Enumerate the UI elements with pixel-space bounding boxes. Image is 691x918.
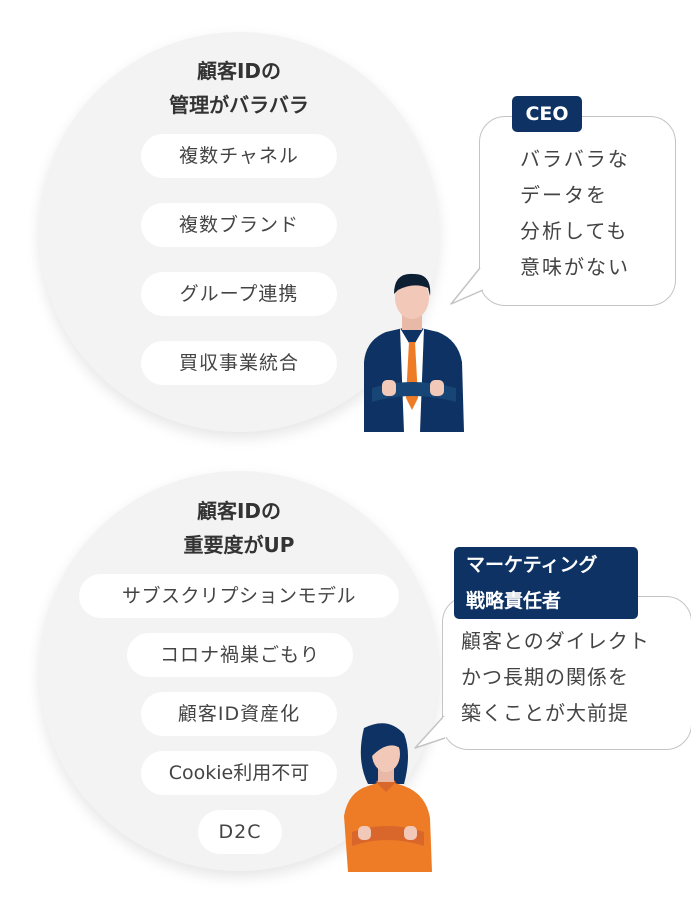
- pill-multi-brand: 複数ブランド: [141, 203, 337, 247]
- section1-title-line-2: 管理がバラバラ: [169, 93, 309, 117]
- marketing-speech-line-3: 築くことが大前提: [461, 701, 629, 725]
- pill-covid-stay-home: コロナ禍巣ごもり: [127, 633, 353, 677]
- section1-title-line-1: 顧客IDの: [196, 59, 282, 83]
- businessman-icon: [364, 273, 464, 432]
- marketing-role-tag: マーケティング 戦略責任者: [454, 547, 638, 619]
- pill-subscription: サブスクリプションモデル: [79, 574, 399, 618]
- marketing-speech-line-2: かつ長期の関係を: [461, 665, 629, 689]
- pill-group-link: グループ連携: [141, 272, 337, 316]
- pill-d2c: D2C: [198, 810, 282, 854]
- speech-bubble-icon: [450, 267, 485, 305]
- section2-title-line-1: 顧客IDの: [196, 499, 282, 523]
- pill-acquisition: 買収事業統合: [141, 341, 337, 385]
- ceo-speech-line-4: 意味がない: [520, 255, 630, 279]
- ceo-speech-line-3: 分析しても: [520, 219, 629, 243]
- pill-cookie-unavailable: Cookie利用不可: [141, 751, 337, 795]
- ceo-speech-line-1: バラバラな: [520, 147, 630, 171]
- ceo-role-tag: CEO: [512, 96, 582, 132]
- pill-customer-id-asset: 顧客ID資産化: [141, 692, 337, 736]
- ceo-speech-line-2: データを: [520, 183, 608, 207]
- marketing-role-line-1: マーケティング: [466, 554, 598, 576]
- marketing-speech-bubble: 顧客とのダイレクト かつ長期の関係を 築くことが大前提: [442, 596, 691, 750]
- speech-bubble-icon: [414, 715, 448, 749]
- section2-title-line-2: 重要度がUP: [183, 533, 295, 557]
- businesswoman-icon: [344, 723, 432, 872]
- ceo-speech-bubble: バラバラな データを 分析しても 意味がない: [479, 116, 676, 306]
- marketing-speech-line-1: 顧客とのダイレクト: [461, 629, 650, 653]
- pill-multi-channel: 複数チャネル: [141, 134, 337, 178]
- marketing-role-line-2: 戦略責任者: [466, 590, 562, 612]
